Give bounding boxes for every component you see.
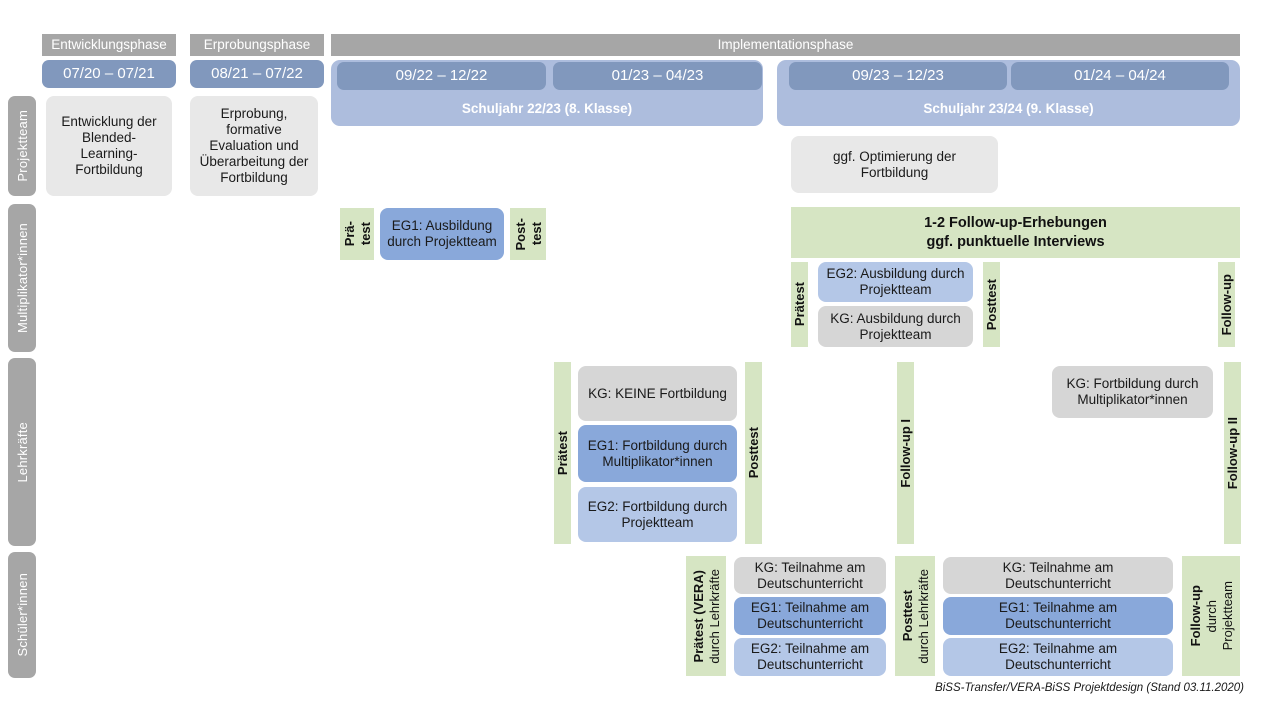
- green-bar-text: Posttest: [746, 427, 761, 479]
- card-entwicklung-fortbildung: Entwicklung der Blended-Learning-Fortbil…: [46, 96, 172, 196]
- green-bar-posttest-multiplikatoren-2: Posttest: [983, 262, 1000, 347]
- card-kg-ausbildung-projektteam: KG: Ausbildung durch Projektteam: [818, 306, 973, 347]
- date-label: 08/21 – 07/22: [211, 65, 303, 83]
- card-text: KG: Ausbildung durch Projektteam: [830, 310, 961, 342]
- date-chip-0821-0722: 08/21 – 07/22: [190, 60, 324, 88]
- green-bar-text: Follow-up II: [1225, 416, 1240, 490]
- card-eg2-fortbildung-projektteam: EG2: Fortbildung durch Projektteam: [578, 487, 737, 542]
- green-bar-followup-1-lehrkraefte: Follow-up I: [897, 362, 914, 544]
- card-erprobung-evaluation: Erprobung, formative Evaluation und Über…: [190, 96, 318, 196]
- card-text: EG1: Teilnahme am Deutschunterricht: [998, 600, 1118, 631]
- row-label-text: Schüler*innen: [14, 573, 30, 657]
- green-bar-regular-text-2: Projektteam: [1219, 581, 1235, 651]
- card-text: EG2: Ausbildung durch Projektteam: [826, 266, 965, 297]
- green-bar-regular-text-1: durch: [1203, 599, 1219, 633]
- card-ggf-optimierung: ggf. Optimierung der Fortbildung: [791, 136, 998, 193]
- card-text: Entwicklung der Blended-Learning-Fortbil…: [61, 114, 157, 177]
- card-eg2-ausbildung-projektteam: EG2: Ausbildung durch Projektteam: [818, 262, 973, 302]
- green-bar-praetest-lehrkraefte: Prätest: [554, 362, 571, 544]
- card-kg-fortbildung-multiplikatoren: KG: Fortbildung durch Multiplikator*inne…: [1052, 366, 1213, 418]
- green-bar-text: Follow-up I: [898, 418, 913, 488]
- card-text: EG2: Teilnahme am Deutschunterricht: [750, 641, 870, 672]
- phase-label: Implementationsphase: [717, 37, 854, 53]
- green-bar-posttest-lehrkraefte: Posttest: [745, 362, 762, 544]
- card-eg1-teilnahme-deutschunterricht-left: EG1: Teilnahme am Deutschunterricht: [734, 597, 886, 635]
- schuljahr-label: Schuljahr 23/24 (9. Klasse): [923, 101, 1094, 116]
- green-bar-text: Prätest: [555, 430, 570, 476]
- row-label-lehrkraefte: Lehrkräfte: [8, 358, 36, 546]
- date-chip-0123-0423: 01/23 – 04/23: [553, 62, 762, 90]
- date-label: 09/23 – 12/23: [852, 67, 944, 85]
- green-bar-bold-text: Prätest (VERA): [690, 569, 706, 663]
- date-chip-0720-0721: 07/20 – 07/21: [42, 60, 176, 88]
- green-bar-regular-text: durch Lehrkräfte: [915, 568, 931, 664]
- schuljahr-label: Schuljahr 22/23 (8. Klasse): [461, 101, 633, 116]
- card-eg1-fortbildung-multiplikatoren: EG1: Fortbildung durch Multiplikator*inn…: [578, 425, 737, 482]
- date-label: 01/24 – 04/24: [1074, 67, 1166, 85]
- date-label: 09/22 – 12/22: [395, 67, 488, 85]
- banner-line1: 1-2 Follow-up-Erhebungen: [924, 214, 1107, 231]
- card-kg-teilnahme-deutschunterricht-right: KG: Teilnahme am Deutschunterricht: [943, 557, 1173, 594]
- phase-header-erprobungsphase: Erprobungsphase: [190, 34, 324, 56]
- date-chip-0923-1223: 09/23 – 12/23: [789, 62, 1007, 90]
- card-text: EG1: Ausbildung durch Projektteam: [387, 218, 497, 249]
- card-text: Erprobung, formative Evaluation und Über…: [199, 106, 309, 185]
- green-bar-posttest-multiplikatoren: Post- test: [510, 208, 546, 260]
- phase-label: Entwicklungsphase: [51, 37, 167, 53]
- green-bar-text: Follow-up: [1219, 273, 1234, 336]
- footer-caption: BiSS-Transfer/VERA-BiSS Projektdesign (S…: [820, 682, 1244, 698]
- row-label-multiplikatorinnen: Multiplikator*innen: [8, 204, 36, 352]
- green-bar-followup-2-lehrkraefte: Follow-up II: [1224, 362, 1241, 544]
- date-label: 07/20 – 07/21: [63, 65, 155, 83]
- banner-followup-erhebungen: 1-2 Follow-up-Erhebungen ggf. punktuelle…: [791, 207, 1240, 258]
- green-bar-posttest-schueler: Posttest durch Lehrkräfte: [895, 556, 935, 676]
- card-text: KG: KEINE Fortbildung: [588, 385, 727, 401]
- phase-header-entwicklungsphase: Entwicklungsphase: [42, 34, 176, 56]
- green-bar-praetest-multiplikatoren-2: Prätest: [791, 262, 808, 347]
- green-bar-bold-text: Follow-up: [1187, 585, 1203, 647]
- date-chip-0922-1222: 09/22 – 12/22: [337, 62, 546, 90]
- green-bar-text: Prätest: [792, 282, 807, 327]
- card-text: EG2: Teilnahme am Deutschunterricht: [998, 641, 1118, 672]
- card-text: EG2: Fortbildung durch Projektteam: [587, 498, 728, 530]
- green-bar-followup-multiplikatoren: Follow-up: [1218, 262, 1235, 347]
- card-eg2-teilnahme-deutschunterricht-right: EG2: Teilnahme am Deutschunterricht: [943, 638, 1173, 676]
- date-label: 01/23 – 04/23: [611, 67, 704, 85]
- row-label-text: Multiplikator*innen: [14, 222, 30, 334]
- green-bar-line2: test: [528, 222, 544, 246]
- row-label-schuelerinnen: Schüler*innen: [8, 552, 36, 678]
- green-bar-regular-text: durch Lehrkräfte: [706, 568, 722, 664]
- banner-line2: ggf. punktuelle Interviews: [926, 233, 1105, 250]
- card-eg1-ausbildung-projektteam: EG1: Ausbildung durch Projektteam: [380, 208, 504, 260]
- green-bar-line1: Post-: [512, 217, 528, 251]
- row-label-text: Projektteam: [14, 110, 30, 182]
- card-eg2-teilnahme-deutschunterricht-left: EG2: Teilnahme am Deutschunterricht: [734, 638, 886, 676]
- phase-label: Erprobungsphase: [203, 37, 311, 53]
- phase-header-implementationsphase: Implementationsphase: [331, 34, 1240, 56]
- green-bar-text: Posttest: [984, 278, 999, 331]
- green-bar-praetest-vera-schueler: Prätest (VERA) durch Lehrkräfte: [686, 556, 726, 676]
- card-text: EG1: Teilnahme am Deutschunterricht: [750, 600, 870, 631]
- green-bar-line1: Prä-: [341, 221, 357, 247]
- date-chip-0124-0424: 01/24 – 04/24: [1011, 62, 1229, 90]
- card-text: KG: Teilnahme am Deutschunterricht: [1002, 559, 1114, 591]
- card-text: KG: Fortbildung durch Multiplikator*inne…: [1066, 376, 1199, 407]
- footer-text: BiSS-Transfer/VERA-BiSS Projektdesign (S…: [935, 682, 1244, 694]
- card-text: EG1: Fortbildung durch Multiplikator*inn…: [587, 437, 728, 469]
- green-bar-followup-schueler: Follow-up durch Projektteam: [1182, 556, 1240, 676]
- card-kg-teilnahme-deutschunterricht-left: KG: Teilnahme am Deutschunterricht: [734, 557, 886, 594]
- card-eg1-teilnahme-deutschunterricht-right: EG1: Teilnahme am Deutschunterricht: [943, 597, 1173, 635]
- card-text: ggf. Optimierung der Fortbildung: [832, 148, 957, 180]
- green-bar-bold-text: Posttest: [899, 590, 915, 642]
- card-kg-keine-fortbildung: KG: KEINE Fortbildung: [578, 366, 737, 421]
- card-text: KG: Teilnahme am Deutschunterricht: [754, 559, 866, 591]
- green-bar-line2: test: [357, 222, 373, 246]
- row-label-projektteam: Projektteam: [8, 96, 36, 196]
- row-label-text: Lehrkräfte: [14, 421, 30, 483]
- green-bar-praetest-multiplikatoren: Prä- test: [340, 208, 374, 260]
